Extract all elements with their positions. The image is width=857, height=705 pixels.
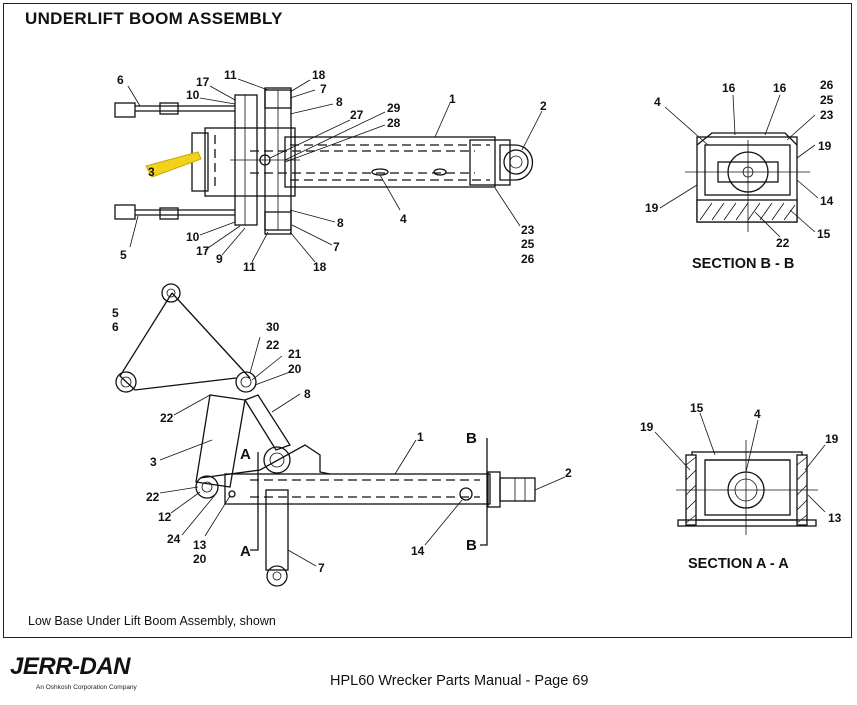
callout-label: 20	[193, 552, 207, 566]
callout-label: 11	[224, 68, 237, 82]
section-aa-view	[654, 412, 826, 535]
callout-label: 23	[521, 223, 535, 237]
callout-label: 6	[117, 73, 124, 87]
callout-label: 19	[645, 201, 659, 215]
callout-label: 8	[337, 216, 344, 230]
callout-label: 3	[150, 455, 157, 469]
callout-label: 5	[120, 248, 127, 262]
page-title: UNDERLIFT BOOM ASSEMBLY	[25, 9, 283, 28]
callout-label: 17	[196, 75, 210, 89]
callout-label: 16	[773, 81, 787, 95]
section-bb-callouts: 4 16 16 26 25 23 19 19 14 22 15 SECTION …	[645, 78, 834, 272]
callout-label: 12	[158, 510, 172, 524]
callout-label: 14	[820, 194, 834, 208]
callout-label: 4	[400, 212, 407, 226]
callout-label: 22	[146, 490, 160, 504]
callout-label: 17	[196, 244, 210, 258]
section-mark-b: B	[466, 430, 477, 447]
callout-label: 15	[817, 227, 831, 241]
callout-label: 10	[186, 88, 200, 102]
callout-label: 2	[565, 466, 572, 480]
callout-label: 3	[148, 165, 155, 179]
callout-label: 7	[333, 240, 340, 254]
side-view-callouts: 5 6 30 22 21 20 8 22 3 1 2 22 12 24 13 2…	[112, 306, 572, 575]
section-mark-b: B	[466, 537, 477, 554]
callout-label: 25	[820, 93, 834, 107]
figure-caption: Low Base Under Lift Boom Assembly, shown	[28, 614, 276, 628]
callout-label: 30	[266, 320, 280, 334]
callout-label: 19	[818, 139, 832, 153]
callout-label: 2	[540, 99, 547, 113]
callout-label: 22	[776, 236, 790, 250]
callout-label: 5	[112, 306, 119, 320]
callout-label: 26	[820, 78, 834, 92]
callout-label: 18	[312, 68, 326, 82]
callout-label: 27	[350, 108, 364, 122]
section-bb-title: SECTION B - B	[692, 256, 794, 272]
callout-label: 22	[160, 411, 174, 425]
section-aa-callouts: 15 4 19 19 13 SECTION A - A	[640, 401, 842, 572]
callout-label: 1	[417, 430, 424, 444]
section-mark-a: A	[240, 446, 251, 463]
callout-label: 10	[186, 230, 200, 244]
callout-label: 28	[387, 116, 401, 130]
callout-label: 14	[411, 544, 425, 558]
callout-label: 6	[112, 320, 119, 334]
callout-label: 8	[336, 95, 343, 109]
callout-label: 22	[266, 338, 280, 352]
logo-wordmark: JERR-DAN	[10, 653, 131, 680]
callout-label: 15	[690, 401, 704, 415]
callout-label: 7	[318, 561, 325, 575]
callout-label: 16	[722, 81, 736, 95]
callout-label: 7	[320, 82, 327, 96]
callout-label: 26	[521, 252, 535, 266]
callout-label: 4	[754, 407, 761, 421]
section-bb-view	[659, 94, 819, 238]
callout-label: 8	[304, 387, 311, 401]
brand-logo: JERR-DAN An Oshkosh Corporation Company	[10, 653, 137, 692]
callout-label: 9	[216, 252, 223, 266]
top-plan-view	[114, 78, 543, 263]
callout-label: 11	[243, 260, 256, 274]
callout-label: 13	[828, 511, 842, 525]
callout-label: 4	[654, 95, 661, 109]
callout-label: 25	[521, 237, 535, 251]
page-footer: HPL60 Wrecker Parts Manual - Page 69	[330, 673, 589, 689]
callout-label: 21	[288, 347, 302, 361]
callout-label: 19	[825, 432, 839, 446]
callout-label: 20	[288, 362, 302, 376]
callout-label: 19	[640, 420, 654, 434]
section-aa-title: SECTION A - A	[688, 556, 789, 572]
top-view-callouts: 6 17 10 11 18 7 8 1 29 28 27 2 3 4 5 10 …	[117, 68, 547, 274]
callout-label: 1	[449, 92, 456, 106]
side-view	[115, 283, 566, 587]
callout-label: 29	[387, 101, 401, 115]
logo-tagline: An Oshkosh Corporation Company	[36, 684, 137, 691]
callout-label: 18	[313, 260, 327, 274]
callout-label: 24	[167, 532, 181, 546]
callout-label: 13	[193, 538, 207, 552]
callout-label: 23	[820, 108, 834, 122]
drawing-frame	[3, 3, 852, 638]
section-mark-a: A	[240, 543, 251, 560]
